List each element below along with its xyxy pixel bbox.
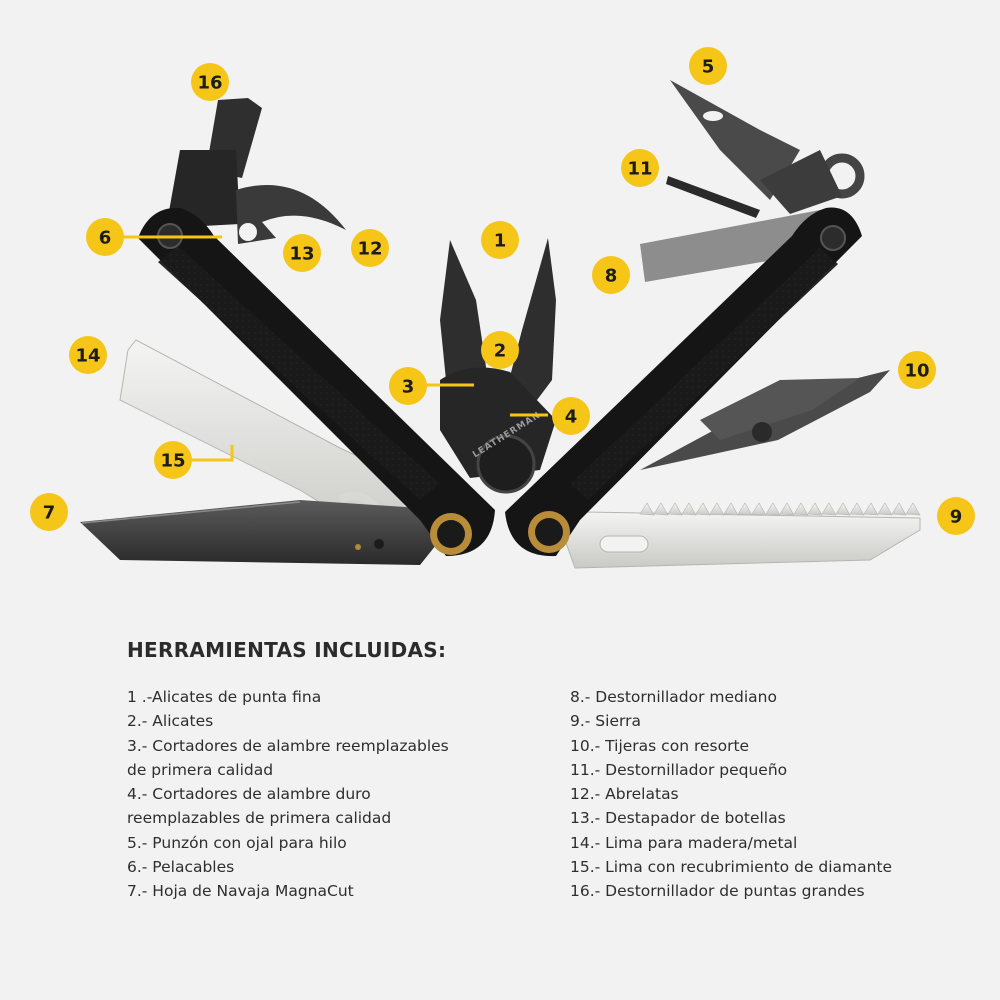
callout-badge-1: 1 — [481, 221, 519, 259]
svg-text:10: 10 — [904, 361, 929, 382]
tool-item-12: 12.- Abrelatas — [570, 785, 679, 804]
svg-text:8: 8 — [605, 266, 618, 287]
svg-text:1: 1 — [494, 231, 507, 252]
svg-text:14: 14 — [75, 346, 100, 367]
tool-item-3: 3.- Cortadores de alambre reemplazables … — [127, 736, 449, 779]
svg-text:5: 5 — [702, 57, 715, 78]
callout-badge-10: 10 — [898, 351, 936, 389]
tools-list-title: HERRAMIENTAS INCLUIDAS: — [127, 638, 447, 662]
tool-item-13: 13.- Destapador de botellas — [570, 809, 786, 828]
carabiner-ring — [760, 150, 865, 214]
tool-item-7: 7.- Hoja de Navaja MagnaCut — [127, 882, 354, 901]
callout-lines — [120, 235, 548, 462]
svg-text:4: 4 — [565, 407, 578, 428]
svg-text:16: 16 — [197, 73, 222, 94]
svg-text:13: 13 — [289, 244, 314, 265]
callout-badge-13: 13 — [283, 234, 321, 272]
left-handle — [138, 207, 495, 556]
svg-text:7: 7 — [43, 503, 56, 524]
callout-badge-15: 15 — [154, 441, 192, 479]
callout-badge-3: 3 — [389, 367, 427, 405]
tool-item-1: 1 .-Alicates de punta fina — [127, 688, 322, 706]
magnacut-blade — [80, 500, 440, 565]
svg-text:2: 2 — [494, 341, 507, 362]
right-handle — [505, 207, 862, 557]
callout-badge-2: 2 — [481, 331, 519, 369]
callout-badge-12: 12 — [351, 229, 389, 267]
tools-list: HERRAMIENTAS INCLUIDAS: 1 .-Alicates de … — [127, 638, 947, 938]
svg-text:9: 9 — [950, 507, 963, 528]
tool-item-4: 4.- Cortadores de alambre duro reemplaza… — [127, 785, 392, 828]
tool-item-11: 11.- Destornillador pequeño — [570, 760, 788, 779]
tool-item-15: 15.- Lima con recubrimiento de diamante — [570, 858, 893, 877]
tool-item-16: 16.- Destornillador de puntas grandes — [570, 882, 865, 901]
svg-text:12: 12 — [357, 239, 382, 260]
tools-list-right-column: 8.- Destornillador mediano 9.- Sierra 10… — [570, 685, 950, 904]
callout-badge-5: 5 — [689, 47, 727, 85]
callout-badge-14: 14 — [69, 336, 107, 374]
can-opener-tool — [236, 185, 346, 244]
pliers-jaws: LEATHERMAN — [440, 238, 556, 494]
tool-item-10: 10.- Tijeras con resorte — [570, 736, 750, 755]
callout-badge-7: 7 — [30, 493, 68, 531]
small-screwdriver-tool — [666, 176, 760, 218]
tool-item-8: 8.- Destornillador mediano — [570, 688, 777, 706]
saw-tool — [564, 502, 921, 569]
bit-driver-tool — [166, 98, 262, 228]
svg-text:3: 3 — [402, 377, 415, 398]
callout-badge-11: 11 — [621, 149, 659, 187]
tool-item-14: 14.- Lima para madera/metal — [570, 833, 798, 852]
svg-text:11: 11 — [627, 159, 652, 180]
tool-item-2: 2.- Alicates — [127, 712, 214, 731]
scissors-tool — [640, 370, 890, 470]
medium-screwdriver-tool — [640, 210, 820, 282]
tools-list-left-column: 1 .-Alicates de punta fina 2.- Alicates … — [127, 685, 527, 904]
svg-text:6: 6 — [99, 228, 112, 249]
callout-badge-9: 9 — [937, 497, 975, 535]
svg-text:15: 15 — [160, 451, 185, 472]
callout-badge-4: 4 — [552, 397, 590, 435]
tool-item-5: 5.- Punzón con ojal para hilo — [127, 833, 347, 852]
callout-badge-6: 6 — [86, 218, 124, 256]
callout-badge-16: 16 — [191, 63, 229, 101]
callout-badge-8: 8 — [592, 256, 630, 294]
tool-item-9: 9.- Sierra — [570, 712, 641, 731]
awl-tool — [670, 80, 800, 200]
tool-item-6: 6.- Pelacables — [127, 858, 235, 877]
